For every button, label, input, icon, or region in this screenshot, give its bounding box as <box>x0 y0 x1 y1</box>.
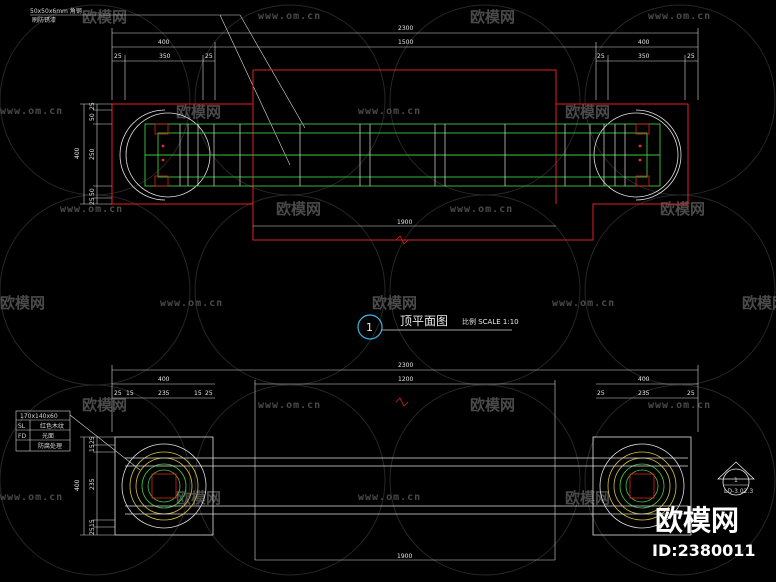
watermark-url: www.om.cn <box>358 106 421 117</box>
material-legend: 170x140x60 SL 红色木纹 FD 光面 防腐处理 <box>15 410 141 471</box>
legend-code: FD <box>18 433 26 440</box>
watermark-url: www.om.cn <box>648 400 711 411</box>
legend-text: 防腐处理 <box>38 442 62 450</box>
footer-brand-name: 欧模网 <box>655 504 739 537</box>
dim-bottom-left-400: 400 <box>158 376 170 383</box>
dim-top-right-part: 350 <box>638 53 650 60</box>
watermark-brand: 欧模网 <box>470 8 515 26</box>
dim-top-vertical: 250 <box>89 148 96 160</box>
dim-bottom-overall: 2300 <box>398 362 413 369</box>
watermark-url: www.om.cn <box>648 11 711 22</box>
dim-bottom-left-part: 15 <box>126 390 134 397</box>
dim-bottom-vertical: 15 <box>89 444 96 452</box>
dim-bottom-span: 1900 <box>397 553 412 560</box>
watermark-brand: 欧模网 <box>372 294 417 312</box>
dim-top-vertical: 25 <box>89 197 96 205</box>
dim-bottom-vertical: 25 <box>89 436 96 444</box>
legend-title: 170x140x60 <box>20 413 58 420</box>
dim-top-left-part: 350 <box>159 53 171 60</box>
view-label-title: 顶平面图 <box>400 314 448 328</box>
watermark-brand: 欧模网 <box>82 396 127 414</box>
dim-bottom-vertical: 235 <box>89 478 96 490</box>
watermark-url: www.om.cn <box>258 400 321 411</box>
watermark-url: www.om.cn <box>0 492 63 503</box>
watermarks: 欧模网 www.om.cn 欧模网 www.om.cn www.om.cn 欧模… <box>0 8 776 507</box>
footer-brand: 欧模网 ID:2380011 <box>652 504 756 560</box>
dim-bottom-left-part: 25 <box>205 390 213 397</box>
legend-text: 红色木纹 <box>40 422 64 430</box>
watermark-brand: 欧模网 <box>565 103 610 121</box>
watermark-brand: 欧模网 <box>176 489 221 507</box>
dim-bottom-right-part: 235 <box>638 390 650 397</box>
dim-bottom-left-part: 235 <box>158 390 170 397</box>
watermark-brand: 欧模网 <box>565 489 610 507</box>
watermark-brand: 欧模网 <box>0 294 45 312</box>
dim-top-right-400: 400 <box>638 39 650 46</box>
watermark-url: www.om.cn <box>60 204 123 215</box>
dim-top-left-part: 25 <box>205 53 213 60</box>
dim-top-left-part: 25 <box>114 53 122 60</box>
dim-top-vertical-total: 400 <box>74 147 81 159</box>
watermark-url: www.om.cn <box>0 106 63 117</box>
dim-bottom-vertical: 25 <box>89 527 96 535</box>
dim-top-left-400: 400 <box>158 39 170 46</box>
view-label-number: 1 <box>366 321 373 334</box>
watermark-brand: 欧模网 <box>82 8 127 26</box>
view-label: 1 顶平面图 比例 SCALE 1:10 <box>357 314 519 340</box>
watermark-brand: 欧模网 <box>470 396 515 414</box>
legend-code: SL <box>18 423 26 430</box>
dim-top-overall: 2300 <box>398 25 413 32</box>
dim-bottom-right-part: 25 <box>687 390 695 397</box>
dim-top-vertical: 25 <box>89 102 96 110</box>
section-marker-ref: LD-3.02.3 <box>724 488 753 495</box>
watermark-url: www.om.cn <box>552 298 615 309</box>
dim-top-right-part: 25 <box>597 53 605 60</box>
section-marker: 1 LD-3.02.3 <box>716 461 756 496</box>
dim-bottom-vertical-total: 400 <box>74 479 81 491</box>
watermark-url: www.om.cn <box>358 492 421 503</box>
dim-bottom-right-part: 25 <box>597 390 605 397</box>
watermark-brand: 欧模网 <box>742 294 776 312</box>
bottom-plan: 2300 400 1200 400 25 15 235 15 25 25 235… <box>15 362 756 561</box>
watermark-arcs <box>0 4 776 576</box>
dim-bottom-center: 1200 <box>398 376 413 383</box>
watermark-brand: 欧模网 <box>176 103 221 121</box>
dim-bottom-vertical: 15 <box>89 519 96 527</box>
top-plan: 2300 400 1500 400 25 350 25 25 350 25 50… <box>30 7 699 245</box>
top-note-line1: 50x50x6mm 角钢 <box>30 7 82 15</box>
legend-text: 光面 <box>42 432 54 440</box>
watermark-url: www.om.cn <box>450 204 513 215</box>
dim-top-center: 1500 <box>398 39 413 46</box>
section-marker-num: 1 <box>734 477 738 484</box>
watermark-url: www.om.cn <box>160 298 223 309</box>
footer-id: ID:2380011 <box>652 541 756 560</box>
dim-top-bottom-span: 1900 <box>397 219 412 226</box>
watermark-brand: 欧模网 <box>276 200 321 218</box>
dim-bottom-left-part: 25 <box>114 390 122 397</box>
dim-top-vertical: 50 <box>89 188 96 196</box>
dim-bottom-right-400: 400 <box>638 376 650 383</box>
dim-bottom-left-part: 15 <box>194 390 202 397</box>
top-note-line2: 刷防锈漆 <box>32 16 56 24</box>
dim-top-right-part: 25 <box>687 53 695 60</box>
watermark-brand: 欧模网 <box>660 200 705 218</box>
dim-top-vertical: 50 <box>89 113 96 121</box>
watermark-url: www.om.cn <box>258 11 321 22</box>
view-label-scale: 比例 SCALE 1:10 <box>462 317 519 326</box>
